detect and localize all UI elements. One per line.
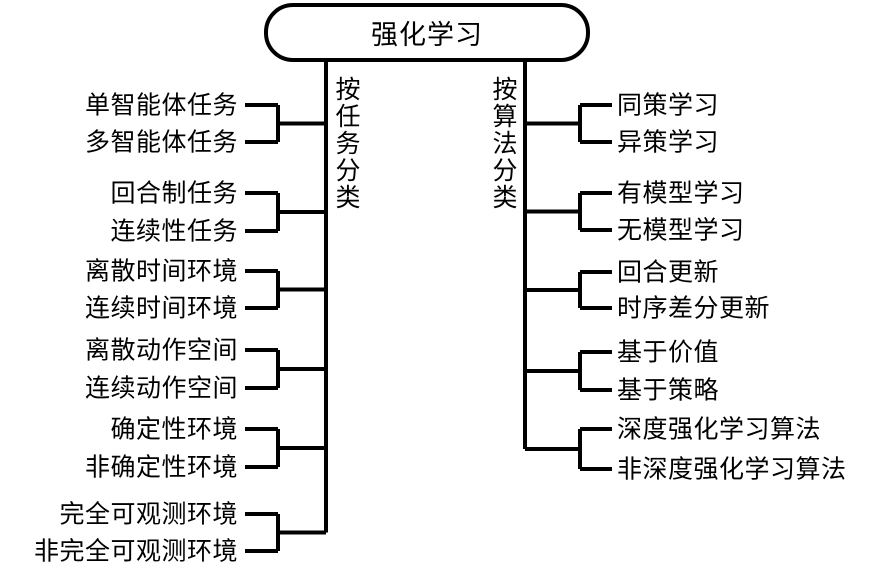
leaf-node: 回合更新 — [617, 257, 720, 287]
leaf-node: 非完全可观测环境 — [33, 536, 238, 566]
leaf-node: 离散时间环境 — [84, 256, 238, 286]
leaf-node: 深度强化学习算法 — [617, 414, 822, 444]
leaf-node: 离散动作空间 — [84, 335, 238, 365]
leaf-node: 基于价值 — [617, 337, 720, 367]
leaf-node: 非深度强化学习算法 — [617, 454, 847, 484]
leaf-node: 异策学习 — [617, 127, 720, 157]
leaf-node: 非确定性环境 — [84, 452, 238, 482]
leaf-node: 连续时间环境 — [84, 293, 238, 323]
leaf-node: 回合制任务 — [110, 178, 238, 208]
leaf-node: 单智能体任务 — [84, 90, 238, 120]
leaf-node: 连续性任务 — [110, 216, 238, 246]
branch-label-by-algorithm: 按算法分类 — [489, 76, 518, 211]
leaf-node: 有模型学习 — [617, 178, 745, 208]
leaf-node: 连续动作空间 — [84, 373, 238, 403]
leaf-node: 时序差分更新 — [617, 293, 771, 323]
root-node-box — [264, 3, 590, 62]
leaf-node: 完全可观测环境 — [59, 499, 238, 529]
leaf-node: 同策学习 — [617, 90, 720, 120]
leaf-node: 无模型学习 — [617, 215, 745, 245]
leaf-node: 多智能体任务 — [84, 127, 238, 157]
leaf-node: 确定性环境 — [110, 414, 238, 444]
leaf-node: 基于策略 — [617, 375, 720, 405]
branch-label-by-task: 按任务分类 — [332, 76, 361, 211]
root-node-label: 强化学习 — [371, 20, 483, 51]
